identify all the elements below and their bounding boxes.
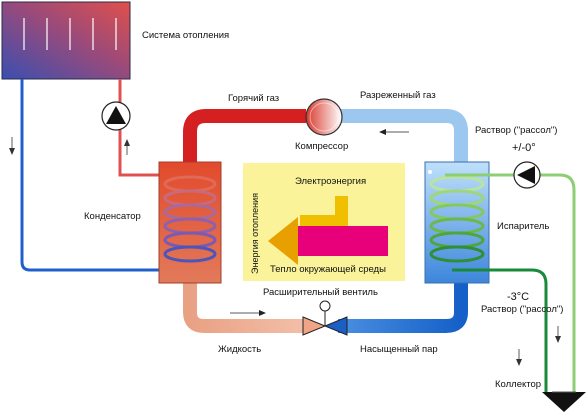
collector-label: Коллектор xyxy=(495,379,542,390)
saturated-steam-label: Насыщенный пар xyxy=(360,344,438,355)
evaporator-unit xyxy=(424,161,490,284)
expansion-valve-label: Расширительный вентиль xyxy=(263,287,378,298)
liquid-label: Жидкость xyxy=(218,344,262,355)
heating-energy-label: Энергия отопления xyxy=(250,193,260,274)
evaporator-label: Испаритель xyxy=(497,221,550,232)
electricity-label: Электроэнергия xyxy=(295,176,367,187)
heating-pump-icon xyxy=(101,101,131,131)
hot-gas-label: Горячий газ xyxy=(228,93,280,104)
brine-bottom-label: Раствор ("рассол") xyxy=(481,304,564,315)
refrigerant-loop xyxy=(183,109,468,333)
energy-panel xyxy=(243,163,405,281)
temp-bottom-label: -3°C xyxy=(507,291,530,303)
radiator xyxy=(1,1,131,80)
expansion-valve-icon xyxy=(302,300,348,336)
brine-top-label: Раствор ("рассол") xyxy=(475,125,558,136)
brine-pump-icon xyxy=(513,161,541,189)
temp-top-label: +/-0° xyxy=(512,142,536,154)
ambient-heat-label: Тепло окружающей среды xyxy=(270,264,386,275)
compressor-label: Компрессор xyxy=(295,141,349,152)
heating-system-label: Система отопления xyxy=(142,30,230,41)
brine-circuit-pipes xyxy=(445,173,586,412)
rarefied-gas-label: Разреженный газ xyxy=(360,90,436,101)
condenser-label: Конденсатор xyxy=(84,211,141,222)
condenser-unit xyxy=(158,161,222,284)
heating-circuit-pipes xyxy=(9,79,165,272)
compressor-icon xyxy=(305,98,343,136)
